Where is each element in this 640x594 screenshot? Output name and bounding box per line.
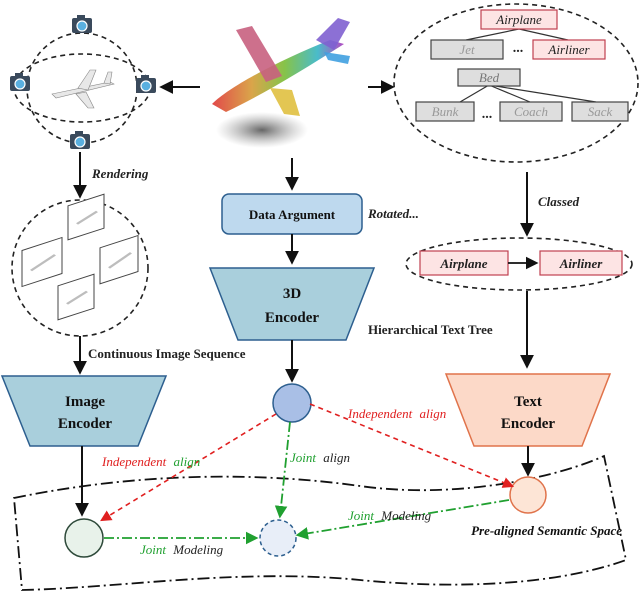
node-joint-feature — [259, 519, 297, 557]
rendered-views-circle — [11, 199, 149, 337]
align-word: align — [323, 450, 350, 465]
chain-node-airliner-label: Airliner — [559, 256, 604, 271]
point-cloud-airplane — [212, 18, 350, 148]
modeling-word: Modeling — [172, 542, 223, 557]
tree-ellipsis-2: ... — [482, 107, 493, 122]
tree-node-airplane-label: Airplane — [495, 12, 542, 27]
camera-icon — [10, 73, 30, 91]
tree-node-jet — [430, 39, 504, 60]
rendered-view-card — [67, 193, 105, 241]
joint-align-label: Joint align — [290, 450, 350, 465]
encoder-3d-block — [208, 267, 376, 341]
independent-align-arrow-right — [309, 403, 515, 488]
independent-align-label-right: Independent align — [347, 406, 446, 421]
tree-node-bunk — [415, 101, 475, 122]
camera-icon — [72, 15, 92, 33]
encoder-3d-label-line1: 3D — [283, 286, 302, 302]
joint-word: Joint — [348, 508, 374, 523]
text-chain: Airplane Airliner — [405, 237, 633, 291]
tree-node-sack-label: Sack — [588, 104, 613, 119]
rotated-label: Rotated... — [367, 206, 419, 221]
rendered-view-card — [99, 234, 139, 285]
tree-node-bed-label: Bed — [479, 70, 500, 85]
encoder-3d-label-line2: Encoder — [265, 310, 320, 326]
hierarchy-tree: Airplane Jet ... Airliner Bed Bunk ... C… — [393, 3, 639, 163]
text-encoder-block — [444, 373, 612, 447]
modeling-word: Modeling — [380, 508, 431, 523]
rendered-view-card — [21, 236, 63, 288]
tree-node-airplane — [480, 9, 558, 30]
image-encoder-label-line2: Encoder — [58, 416, 113, 432]
tree-node-jet-label: Jet — [459, 42, 475, 57]
text-encoder-label-line1: Text — [514, 394, 542, 410]
tree-node-airliner — [532, 39, 606, 60]
tree-node-coach — [499, 101, 563, 122]
data-argument-label: Data Argument — [249, 207, 336, 222]
rendered-view-card — [57, 273, 95, 321]
tree-node-sack — [571, 101, 629, 122]
rendering-label: Rendering — [91, 166, 149, 181]
tree-node-bunk-label: Bunk — [432, 104, 459, 119]
joint-align-arrow — [274, 421, 291, 519]
image-encoder-label-line1: Image — [65, 394, 105, 410]
rendered-views — [11, 193, 149, 337]
classed-label: Classed — [538, 194, 580, 209]
camera-icon — [70, 131, 90, 149]
tree-node-airliner-label: Airliner — [547, 42, 590, 57]
tree-node-bed — [457, 68, 521, 87]
chain-node-airplane — [419, 250, 509, 276]
pre-aligned-space-label: Pre-aligned Semantic Space — [471, 523, 622, 538]
text-chain-ellipse — [405, 237, 633, 291]
independent-align-arrow-left — [100, 413, 277, 522]
continuous-image-sequence-label: Continuous Image Sequence — [88, 346, 246, 361]
node-image-feature — [64, 518, 104, 558]
camera-icon — [136, 75, 156, 93]
tree-node-coach-label: Coach — [514, 104, 548, 119]
independent-align-label-left: Independent align — [101, 454, 200, 469]
chain-node-airliner — [539, 250, 623, 276]
text-encoder-label-line2: Encoder — [501, 416, 556, 432]
tree-ellipsis-1: ... — [513, 41, 524, 56]
node-text-feature — [509, 476, 547, 514]
image-encoder-block — [0, 375, 168, 447]
joint-modeling-label-right: Joint Modeling — [348, 508, 432, 523]
joint-word: Joint — [290, 450, 316, 465]
independent-word: Independent — [101, 454, 167, 469]
joint-word: Joint — [140, 542, 166, 557]
align-word: align — [420, 406, 447, 421]
joint-modeling-label-left: Joint Modeling — [140, 542, 224, 557]
node-3d-feature — [272, 383, 312, 423]
hierarchical-text-tree-label: Hierarchical Text Tree — [368, 322, 493, 337]
chain-node-airplane-label: Airplane — [440, 256, 488, 271]
camera-rig — [10, 15, 156, 149]
small-airplane-icon — [51, 69, 115, 109]
align-word: align — [174, 454, 201, 469]
airplane-shadow — [216, 112, 308, 148]
independent-word: Independent — [347, 406, 413, 421]
